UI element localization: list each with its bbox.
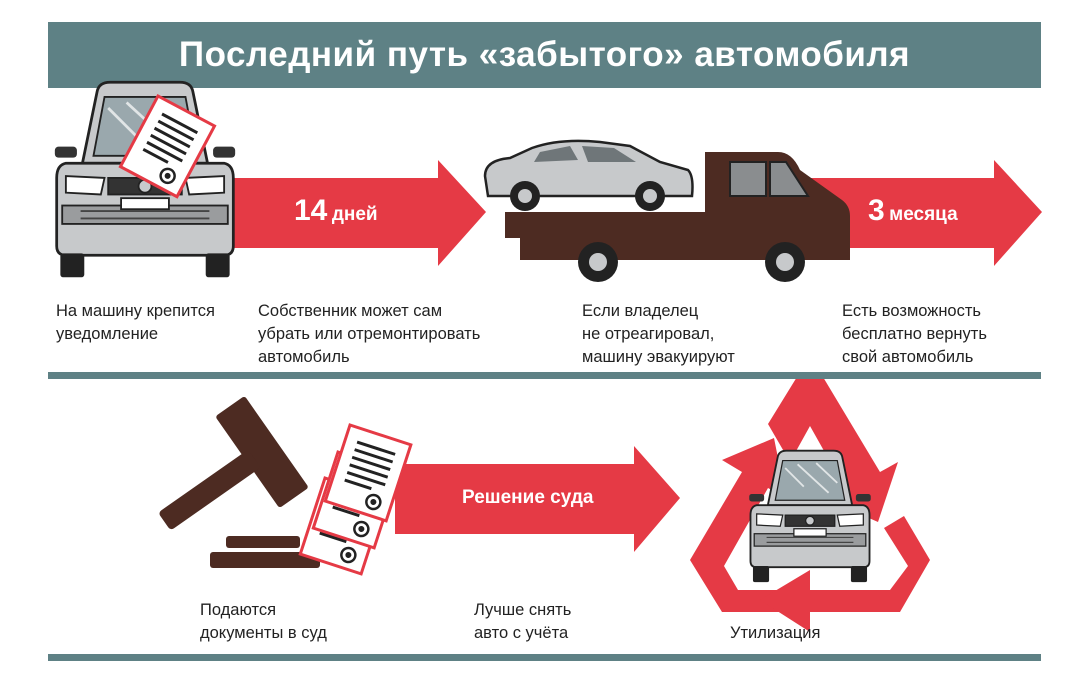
tow-truck-icon [483, 139, 850, 282]
divider-bottom [48, 654, 1041, 661]
caption-owner-remove: Собственник может сам убрать или отремон… [258, 302, 481, 366]
documents-stack-icon [298, 423, 413, 576]
arrow-14-days [232, 160, 486, 266]
caption-return: Есть возможность бесплатно вернуть свой … [842, 302, 987, 366]
caption-deregister: Лучше снять авто с учёта [474, 601, 572, 642]
arrow-label-court: Решение суда [462, 487, 594, 508]
caption-recycling: Утилизация [730, 624, 821, 642]
recycle-icon [690, 372, 930, 632]
caption-notice: На машину крепится уведомление [56, 302, 215, 343]
arrow-label-14-days: 14 дней [294, 194, 378, 228]
page-title: Последний путь «забытого» автомобиля [178, 35, 911, 74]
caption-court-docs: Подаются документы в суд [200, 601, 327, 642]
arrow-label-3-months: 3 месяца [868, 194, 958, 228]
arrow-court-decision [395, 446, 680, 552]
arrow-number: 3 [868, 194, 885, 227]
divider-top [48, 372, 1041, 379]
arrow-number: 14 [294, 194, 328, 227]
gavel-icon [159, 396, 320, 568]
title-bar: Последний путь «забытого» автомобиля [48, 22, 1041, 88]
arrow-unit: месяца [889, 204, 958, 225]
arrow-unit: дней [331, 204, 378, 225]
caption-evacuate: Если владелец не отреагировал, машину эв… [582, 302, 735, 366]
